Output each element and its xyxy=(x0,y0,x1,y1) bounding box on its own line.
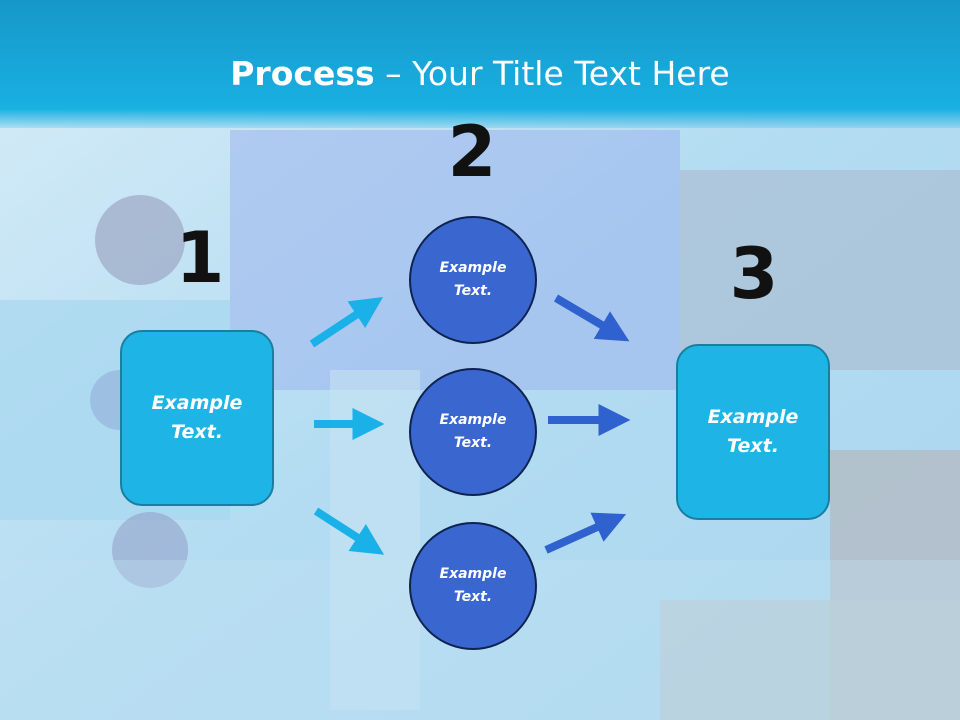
arrow-bottom-to-3 xyxy=(544,512,627,554)
title-rest: – Your Title Text Here xyxy=(374,54,730,93)
arrow-1-to-bottom xyxy=(313,507,385,555)
step-2-circle-middle: Example Text. xyxy=(409,368,537,496)
title-bar xyxy=(0,0,960,128)
step-3-text: Example Text. xyxy=(707,406,799,457)
step-2-circle-bottom: Example Text. xyxy=(409,522,537,650)
step-1-number: 1 xyxy=(175,217,225,299)
slide-title: Process – Your Title Text Here xyxy=(0,52,960,96)
step-3-number: 3 xyxy=(729,233,779,315)
step-2-text-bottom: Example Text. xyxy=(439,566,507,605)
step-2-text-top: Example Text. xyxy=(439,260,507,299)
step-2-circle-top: Example Text. xyxy=(409,216,537,344)
arrow-1-to-top xyxy=(309,297,384,348)
arrow-top-to-3 xyxy=(553,294,630,342)
step-2-text-middle: Example Text. xyxy=(439,412,507,451)
step-1-box: Example Text. xyxy=(120,330,274,506)
step-3-box: Example Text. xyxy=(676,344,830,520)
title-bold: Process xyxy=(230,54,375,93)
step-1-text: Example Text. xyxy=(151,392,243,443)
step-2-number: 2 xyxy=(447,111,497,193)
